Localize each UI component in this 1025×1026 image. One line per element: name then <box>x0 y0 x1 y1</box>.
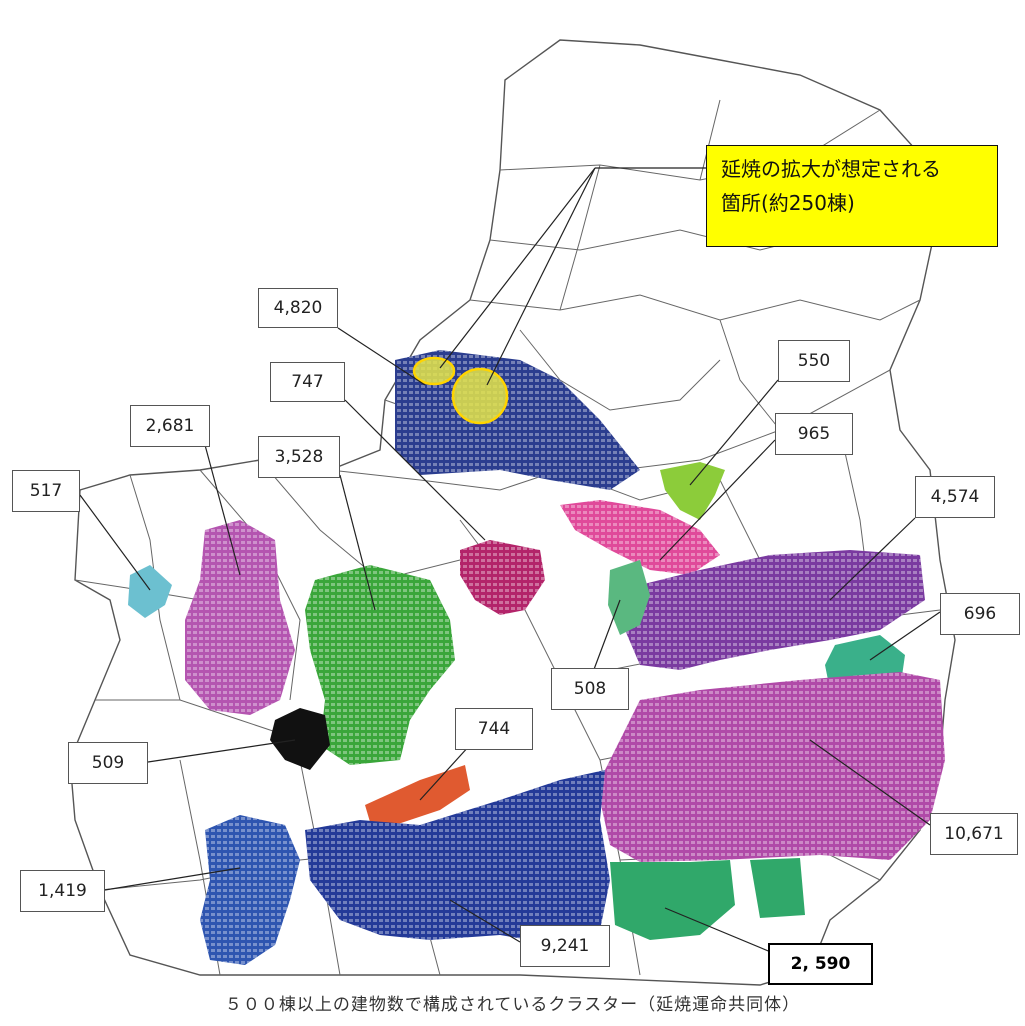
fire-spread-callout: 延焼の拡大が想定される 箇所(約250棟) <box>706 145 998 247</box>
label-9241: 9,241 <box>520 925 610 967</box>
cluster-965 <box>560 500 720 575</box>
cluster-747 <box>460 540 545 615</box>
cluster-9241 <box>305 770 610 945</box>
cluster-10671 <box>600 672 945 862</box>
label-4820: 4,820 <box>258 288 338 328</box>
leader-lines <box>79 167 941 961</box>
cluster-1419 <box>200 815 300 965</box>
cluster-517 <box>128 565 172 618</box>
cluster-509 <box>270 708 330 770</box>
label-2590: 2, 590 <box>768 943 873 985</box>
label-3528: 3,528 <box>258 436 340 478</box>
label-744: 744 <box>455 708 533 750</box>
label-965: 965 <box>775 413 853 455</box>
cluster-3528 <box>305 565 455 765</box>
highlight-circle-large <box>451 367 509 425</box>
callout-line-1: 延焼の拡大が想定される <box>721 157 941 181</box>
label-508: 508 <box>551 668 629 710</box>
map-caption: ５００棟以上の建物数で構成されているクラスター（延焼運命共同体） <box>224 995 801 1015</box>
label-10671: 10,671 <box>930 813 1018 855</box>
cluster-744 <box>365 765 470 825</box>
label-747: 747 <box>270 362 345 402</box>
label-517: 517 <box>12 470 80 512</box>
label-1419: 1,419 <box>20 870 105 912</box>
cluster-2681 <box>185 520 295 715</box>
cluster-2590 <box>610 858 805 940</box>
label-696: 696 <box>940 593 1020 635</box>
cluster-508 <box>608 560 650 635</box>
label-509: 509 <box>68 742 148 784</box>
cluster-550 <box>660 462 725 520</box>
label-4574: 4,574 <box>915 476 995 518</box>
callout-line-2: 箇所(約250棟) <box>721 191 855 215</box>
highlight-circle-small <box>412 356 456 386</box>
label-550: 550 <box>778 340 850 382</box>
label-2681: 2,681 <box>130 405 210 447</box>
